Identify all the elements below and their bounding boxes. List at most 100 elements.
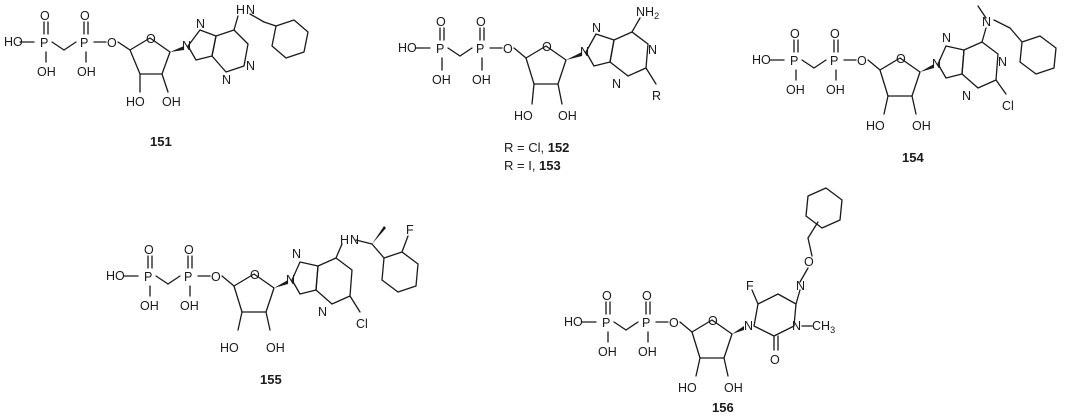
ring-oxygen-label: O bbox=[146, 32, 156, 46]
phosphorus-label: P bbox=[790, 54, 798, 68]
n1-label: N bbox=[648, 43, 657, 57]
ho-label: HO bbox=[564, 315, 583, 329]
n-methyl-label: N bbox=[982, 15, 991, 29]
oh-label: OH bbox=[140, 299, 159, 313]
oh-label: OH bbox=[180, 299, 199, 313]
methyl-label: CH3 bbox=[812, 319, 835, 335]
oxo-label: O bbox=[144, 243, 154, 257]
oxo-label: O bbox=[40, 9, 50, 23]
fluoro-label: F bbox=[746, 279, 754, 293]
benzyl-ring bbox=[805, 187, 843, 229]
ho-label: HO bbox=[398, 41, 417, 55]
ring-oxygen-label: O bbox=[542, 40, 552, 54]
oh-label: OH bbox=[826, 83, 845, 97]
fluorophenyl-ring bbox=[381, 251, 419, 293]
pyridine-ring bbox=[315, 257, 353, 305]
oh-label: OH bbox=[558, 109, 577, 123]
ether-oxygen-label: O bbox=[107, 36, 117, 50]
oh-label: OH bbox=[472, 73, 491, 87]
compound-154: HO O P OH O P OH O O HO OH N N N N bbox=[752, 5, 1057, 165]
oh-label: OH bbox=[786, 83, 805, 97]
compound-number: 155 bbox=[260, 372, 282, 387]
ho-label: HO bbox=[4, 35, 23, 49]
pyrimidinone-ring bbox=[753, 293, 797, 337]
n9-label: N bbox=[580, 45, 589, 59]
phosphorus-label: P bbox=[40, 36, 48, 50]
fluoro-label: F bbox=[406, 223, 414, 237]
benzene-ring bbox=[271, 19, 309, 59]
oxo-label: O bbox=[830, 27, 840, 41]
ribose-ring bbox=[691, 319, 733, 359]
n1-label: N bbox=[744, 319, 753, 333]
ho-label: HO bbox=[126, 95, 145, 109]
ho-label: HO bbox=[514, 109, 533, 123]
n1-label: N bbox=[286, 273, 295, 287]
ribose-ring bbox=[129, 37, 171, 75]
purine-pyrimidine-ring bbox=[609, 31, 649, 77]
oxime-n-label: N bbox=[796, 279, 805, 293]
phosphorus-label: P bbox=[830, 54, 838, 68]
n7-label: N bbox=[196, 17, 205, 31]
ho-label: HO bbox=[866, 119, 885, 133]
n9-label: N bbox=[182, 39, 191, 53]
ether-oxygen-label: O bbox=[503, 42, 513, 56]
oh-label: OH bbox=[37, 65, 56, 79]
nh2-label: NH2 bbox=[636, 5, 659, 21]
oxo-label: O bbox=[80, 9, 90, 23]
ho-label: HO bbox=[220, 341, 239, 355]
compound-155: HO O P OH O P OH O O HO OH N N N bbox=[106, 223, 419, 387]
compound-number: 151 bbox=[150, 134, 172, 149]
compound-152: HO O P OH O P OH O O HO OH N N N N NH2 R… bbox=[398, 5, 661, 173]
r-group-label: R bbox=[652, 89, 661, 103]
ribose-ring bbox=[233, 273, 275, 313]
amine-h-label: H bbox=[236, 3, 245, 17]
phosphorus-label: P bbox=[602, 316, 610, 330]
oh-label: OH bbox=[912, 119, 931, 133]
purine-imidazole-ring bbox=[937, 45, 965, 79]
chloro-label: Cl bbox=[356, 317, 368, 331]
n3-label: N bbox=[222, 73, 231, 87]
oxo-label: O bbox=[790, 27, 800, 41]
oxime-o-label: O bbox=[804, 255, 814, 269]
compound-151: HO O P OH O P OH O O HO OH N N N N H bbox=[4, 3, 309, 149]
oh-label: OH bbox=[598, 345, 617, 359]
purine-pyrimidine-ring bbox=[961, 41, 999, 89]
amine-n-label: N bbox=[350, 233, 359, 247]
ho-label: HO bbox=[678, 381, 697, 395]
n7-label: N bbox=[592, 21, 601, 35]
ring-oxygen-label: O bbox=[896, 52, 906, 66]
compound-number: 156 bbox=[712, 400, 734, 415]
n1-label: N bbox=[998, 55, 1007, 69]
oxo-label: O bbox=[184, 243, 194, 257]
n9-label: N bbox=[932, 57, 941, 71]
n3-label: N bbox=[962, 89, 971, 103]
n3-label: N bbox=[612, 77, 621, 91]
phosphorus-label: P bbox=[642, 316, 650, 330]
amine-n-label: N bbox=[246, 3, 255, 17]
n3-label: N bbox=[792, 319, 801, 333]
ribose-ring bbox=[879, 57, 921, 97]
oh-label: OH bbox=[432, 73, 451, 87]
ho-label: HO bbox=[752, 53, 771, 67]
phosphorus-label: P bbox=[476, 42, 484, 56]
ring-oxygen-label: O bbox=[708, 314, 718, 328]
oh-label: OH bbox=[724, 381, 743, 395]
oh-label: OH bbox=[77, 65, 96, 79]
benzene-ring bbox=[1019, 35, 1057, 75]
pyrazole-ring bbox=[291, 261, 319, 295]
carbonyl-oxygen-label: O bbox=[770, 353, 780, 367]
ether-oxygen-label: O bbox=[669, 316, 679, 330]
phosphorus-label: P bbox=[184, 270, 192, 284]
compound-number: 154 bbox=[902, 150, 924, 165]
phosphorus-label: P bbox=[144, 270, 152, 284]
oh-label: OH bbox=[162, 95, 181, 109]
chloro-label: Cl bbox=[1002, 99, 1014, 113]
n1-label: N bbox=[246, 59, 255, 73]
pyridine-n-label: N bbox=[318, 305, 327, 319]
ether-oxygen-label: O bbox=[211, 270, 221, 284]
amine-h-label: H bbox=[340, 233, 349, 247]
oxo-label: O bbox=[642, 289, 652, 303]
oh-label: OH bbox=[266, 341, 285, 355]
ho-label: HO bbox=[106, 269, 125, 283]
